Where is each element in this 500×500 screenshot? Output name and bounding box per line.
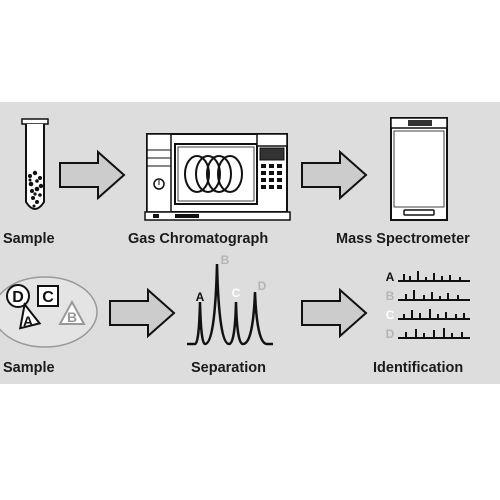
mass-spectrometer-icon xyxy=(390,117,448,221)
test-tube-icon xyxy=(21,118,49,210)
arrow-right-icon xyxy=(301,287,368,339)
identification-label: Identification xyxy=(373,360,464,376)
ms-label: Mass Spectrometer xyxy=(336,231,470,247)
peak-d xyxy=(242,291,273,346)
arrow-right-icon xyxy=(59,149,126,201)
gas-chromatograph-icon xyxy=(144,133,291,221)
gc-label: Gas Chromatograph xyxy=(128,231,269,247)
chromatogram-peaks: A B C D xyxy=(187,253,273,346)
separation-label: Separation xyxy=(191,360,266,376)
spectrum-letter-b: B xyxy=(386,289,395,303)
peak-letter-c: C xyxy=(232,286,241,300)
sample-mixture-icon xyxy=(0,276,98,348)
peak-letter-d: D xyxy=(258,279,267,293)
spectrum-letter-a: A xyxy=(386,270,395,284)
spectrum-letter-c: C xyxy=(386,308,395,322)
peak-a xyxy=(187,301,206,346)
arrow-right-icon xyxy=(301,149,368,201)
peak-b xyxy=(204,263,230,346)
top-sample-label: Sample xyxy=(3,231,55,247)
sample-letter-c: C xyxy=(42,289,54,306)
spectrum-letter-d: D xyxy=(386,327,395,341)
sample-letter-d: D xyxy=(12,289,24,306)
mass-spectra-icon: A B C D xyxy=(386,270,470,341)
sample-letter-a: A xyxy=(23,313,33,329)
sample-letter-b: B xyxy=(67,309,77,325)
peak-letter-b: B xyxy=(221,253,230,267)
arrow-right-icon xyxy=(109,287,176,339)
bottom-sample-label: Sample xyxy=(3,360,55,376)
peak-letter-a: A xyxy=(196,290,205,304)
peak-c xyxy=(228,301,244,346)
